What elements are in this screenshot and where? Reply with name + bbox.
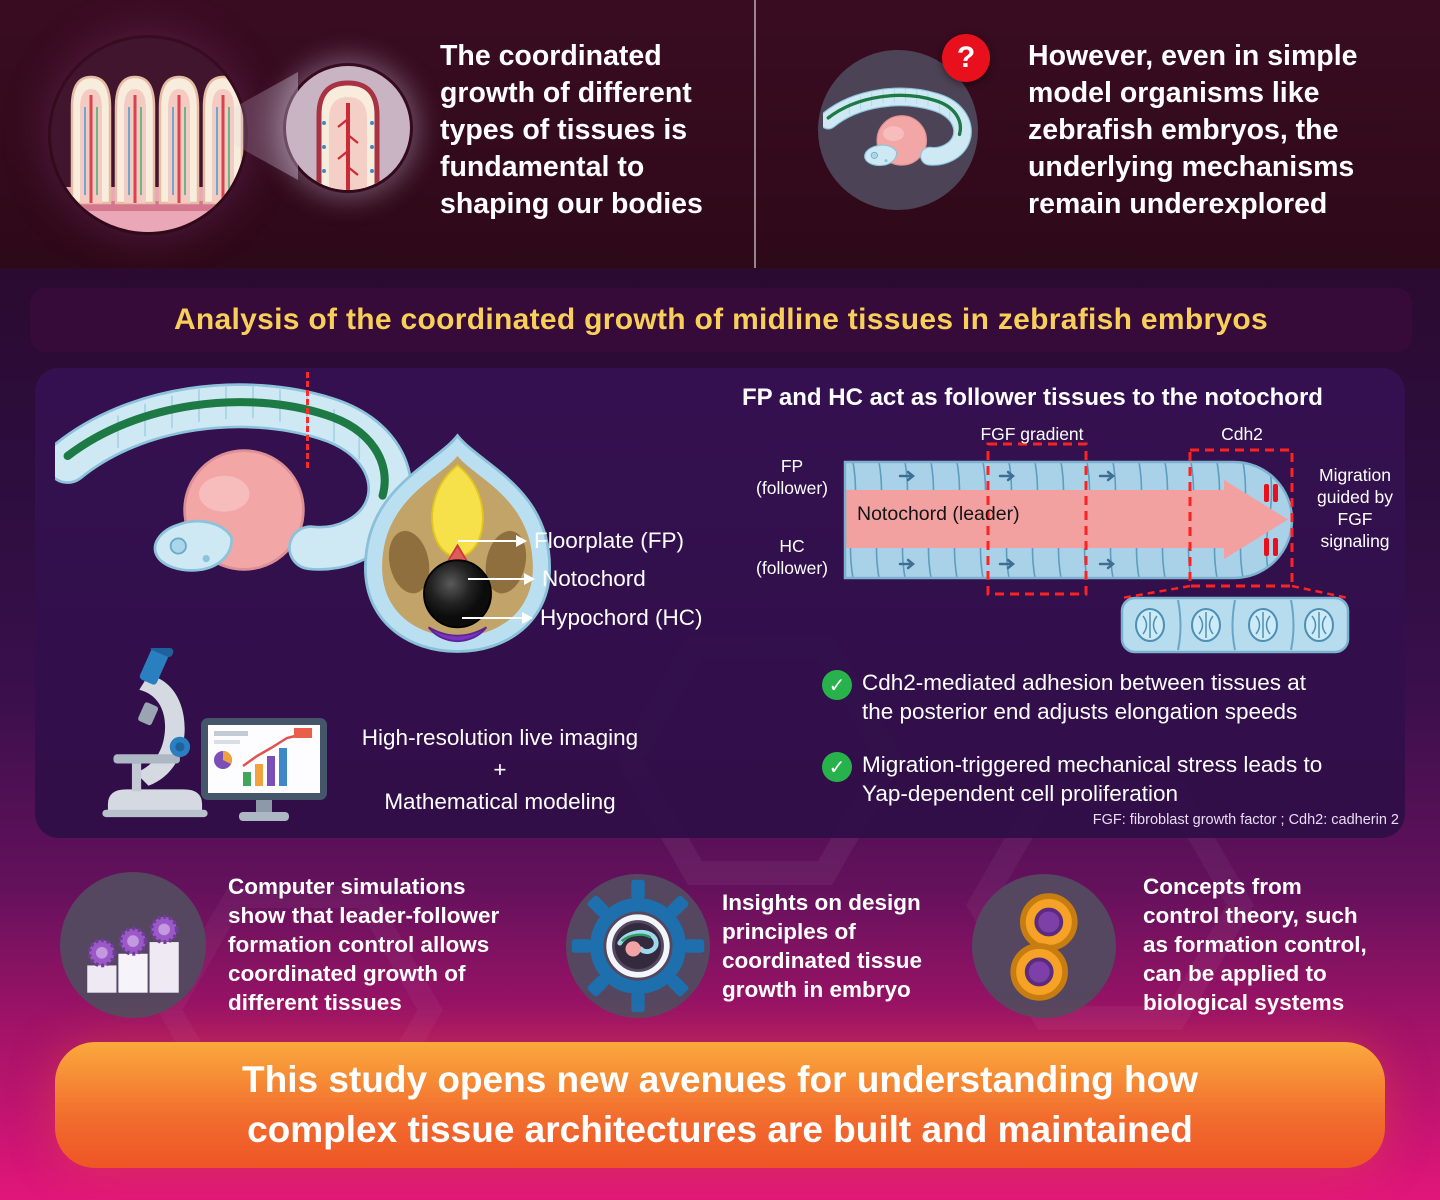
magnified-villus-illustration bbox=[283, 63, 413, 193]
villi-illustration bbox=[48, 35, 248, 235]
notochord-stripe bbox=[826, 93, 963, 137]
checkmark-icon: ✓ bbox=[822, 752, 852, 782]
conclusion-banner: This study opens new avenues for underst… bbox=[55, 1042, 1385, 1168]
hc-follower-label: HC (follower) bbox=[756, 536, 828, 578]
methods-plus: + bbox=[493, 757, 507, 782]
intro-section: The coordinated growth of different type… bbox=[0, 0, 1440, 268]
finding-bullet-1: Cdh2-mediated adhesion between tissues a… bbox=[862, 670, 1307, 724]
implication-text-1: Computer simulations show that leader-fo… bbox=[228, 874, 500, 1015]
villus-shape bbox=[70, 75, 112, 205]
abbreviation-footnote: FGF: fibroblast growth factor ; Cdh2: ca… bbox=[1092, 812, 1399, 828]
cell-strip-illustration bbox=[1120, 596, 1350, 654]
implication-text-3: Concepts from control theory, such as fo… bbox=[1143, 874, 1367, 1015]
intro-right-text: However, even in simple model organisms … bbox=[1028, 40, 1358, 220]
floorplate-pointer: Floorplate (FP) bbox=[458, 528, 684, 554]
notochord-stripe bbox=[63, 398, 389, 500]
pointer-line bbox=[468, 577, 524, 581]
finding-bullet-2: Migration-triggered mechanical stress le… bbox=[862, 752, 1323, 806]
fgf-gradient-box bbox=[986, 442, 1088, 596]
magnified-villus-art bbox=[286, 66, 410, 190]
intro-left-text: The coordinated growth of different type… bbox=[440, 40, 703, 220]
implications-row: Computer simulations show that leader-fo… bbox=[0, 845, 1440, 1040]
divider bbox=[754, 0, 756, 268]
section-title-banner: Analysis of the coordinated growth of mi… bbox=[30, 288, 1412, 352]
hypochord-shape bbox=[427, 626, 488, 643]
fgf-gradient-label: FGF gradient bbox=[980, 424, 1084, 444]
eye bbox=[169, 537, 187, 555]
question-mark-icon: ? bbox=[942, 34, 990, 82]
simulation-cells-icon bbox=[60, 872, 206, 1018]
microscope-icon bbox=[102, 648, 208, 818]
section-plane-dashed-line bbox=[306, 372, 309, 468]
cdh2-box bbox=[1188, 448, 1294, 588]
conclusion-text: This study opens new avenues for underst… bbox=[242, 1059, 1198, 1150]
tissue-elongation-diagram bbox=[843, 442, 1350, 654]
arrowhead-icon bbox=[524, 573, 535, 585]
notochord-pointer: Notochord bbox=[468, 566, 646, 592]
methods-text: High-resolution live imaging + Mathemati… bbox=[320, 722, 680, 818]
arrowhead-icon bbox=[522, 612, 533, 624]
migration-label: Migration guided by FGF signaling bbox=[1317, 465, 1393, 551]
monitor-chart-icon bbox=[201, 718, 327, 821]
zebrafish-embryo-large-illustration bbox=[55, 383, 413, 572]
hypochord-label: Hypochord (HC) bbox=[540, 605, 703, 630]
zebrafish-embryo-art bbox=[823, 87, 972, 167]
cell-pair-icon bbox=[972, 874, 1116, 1018]
hypochord-pointer: Hypochord (HC) bbox=[462, 605, 703, 631]
pointer-line bbox=[458, 539, 516, 543]
floorplate-label: Floorplate (FP) bbox=[534, 528, 685, 553]
notochord-label: Notochord bbox=[542, 566, 646, 591]
cdh2-adhesion-bars bbox=[1264, 484, 1278, 556]
embryo-head bbox=[153, 519, 233, 572]
fp-follower-label: FP (follower) bbox=[756, 456, 828, 498]
arrowhead-icon bbox=[516, 535, 527, 547]
analysis-panel: Floorplate (FP) Notochord Hypochord (HC) bbox=[35, 368, 1405, 838]
eye bbox=[870, 151, 878, 159]
notochord-band-arrow bbox=[845, 480, 1288, 559]
notochord-leader-label: Notochord (leader) bbox=[857, 503, 1020, 525]
cross-section-illustration bbox=[363, 433, 552, 653]
cdh2-label: Cdh2 bbox=[1221, 424, 1263, 444]
methods-line2: Mathematical modeling bbox=[384, 789, 616, 814]
pointer-line bbox=[462, 616, 522, 620]
section-title: Analysis of the coordinated growth of mi… bbox=[173, 303, 1269, 336]
follower-heading: FP and HC act as follower tissues to the… bbox=[742, 384, 1323, 411]
gear-embryo-icon bbox=[566, 874, 710, 1018]
implication-text-2: Insights on design principles of coordin… bbox=[722, 890, 923, 1002]
methods-line1: High-resolution live imaging bbox=[361, 725, 639, 750]
villi-art bbox=[51, 38, 245, 232]
notochord-shape bbox=[423, 559, 492, 629]
checkmark-icon: ✓ bbox=[822, 670, 852, 700]
somite-left bbox=[388, 530, 430, 594]
mini-embryo bbox=[617, 930, 659, 957]
embryo-head bbox=[864, 144, 898, 167]
